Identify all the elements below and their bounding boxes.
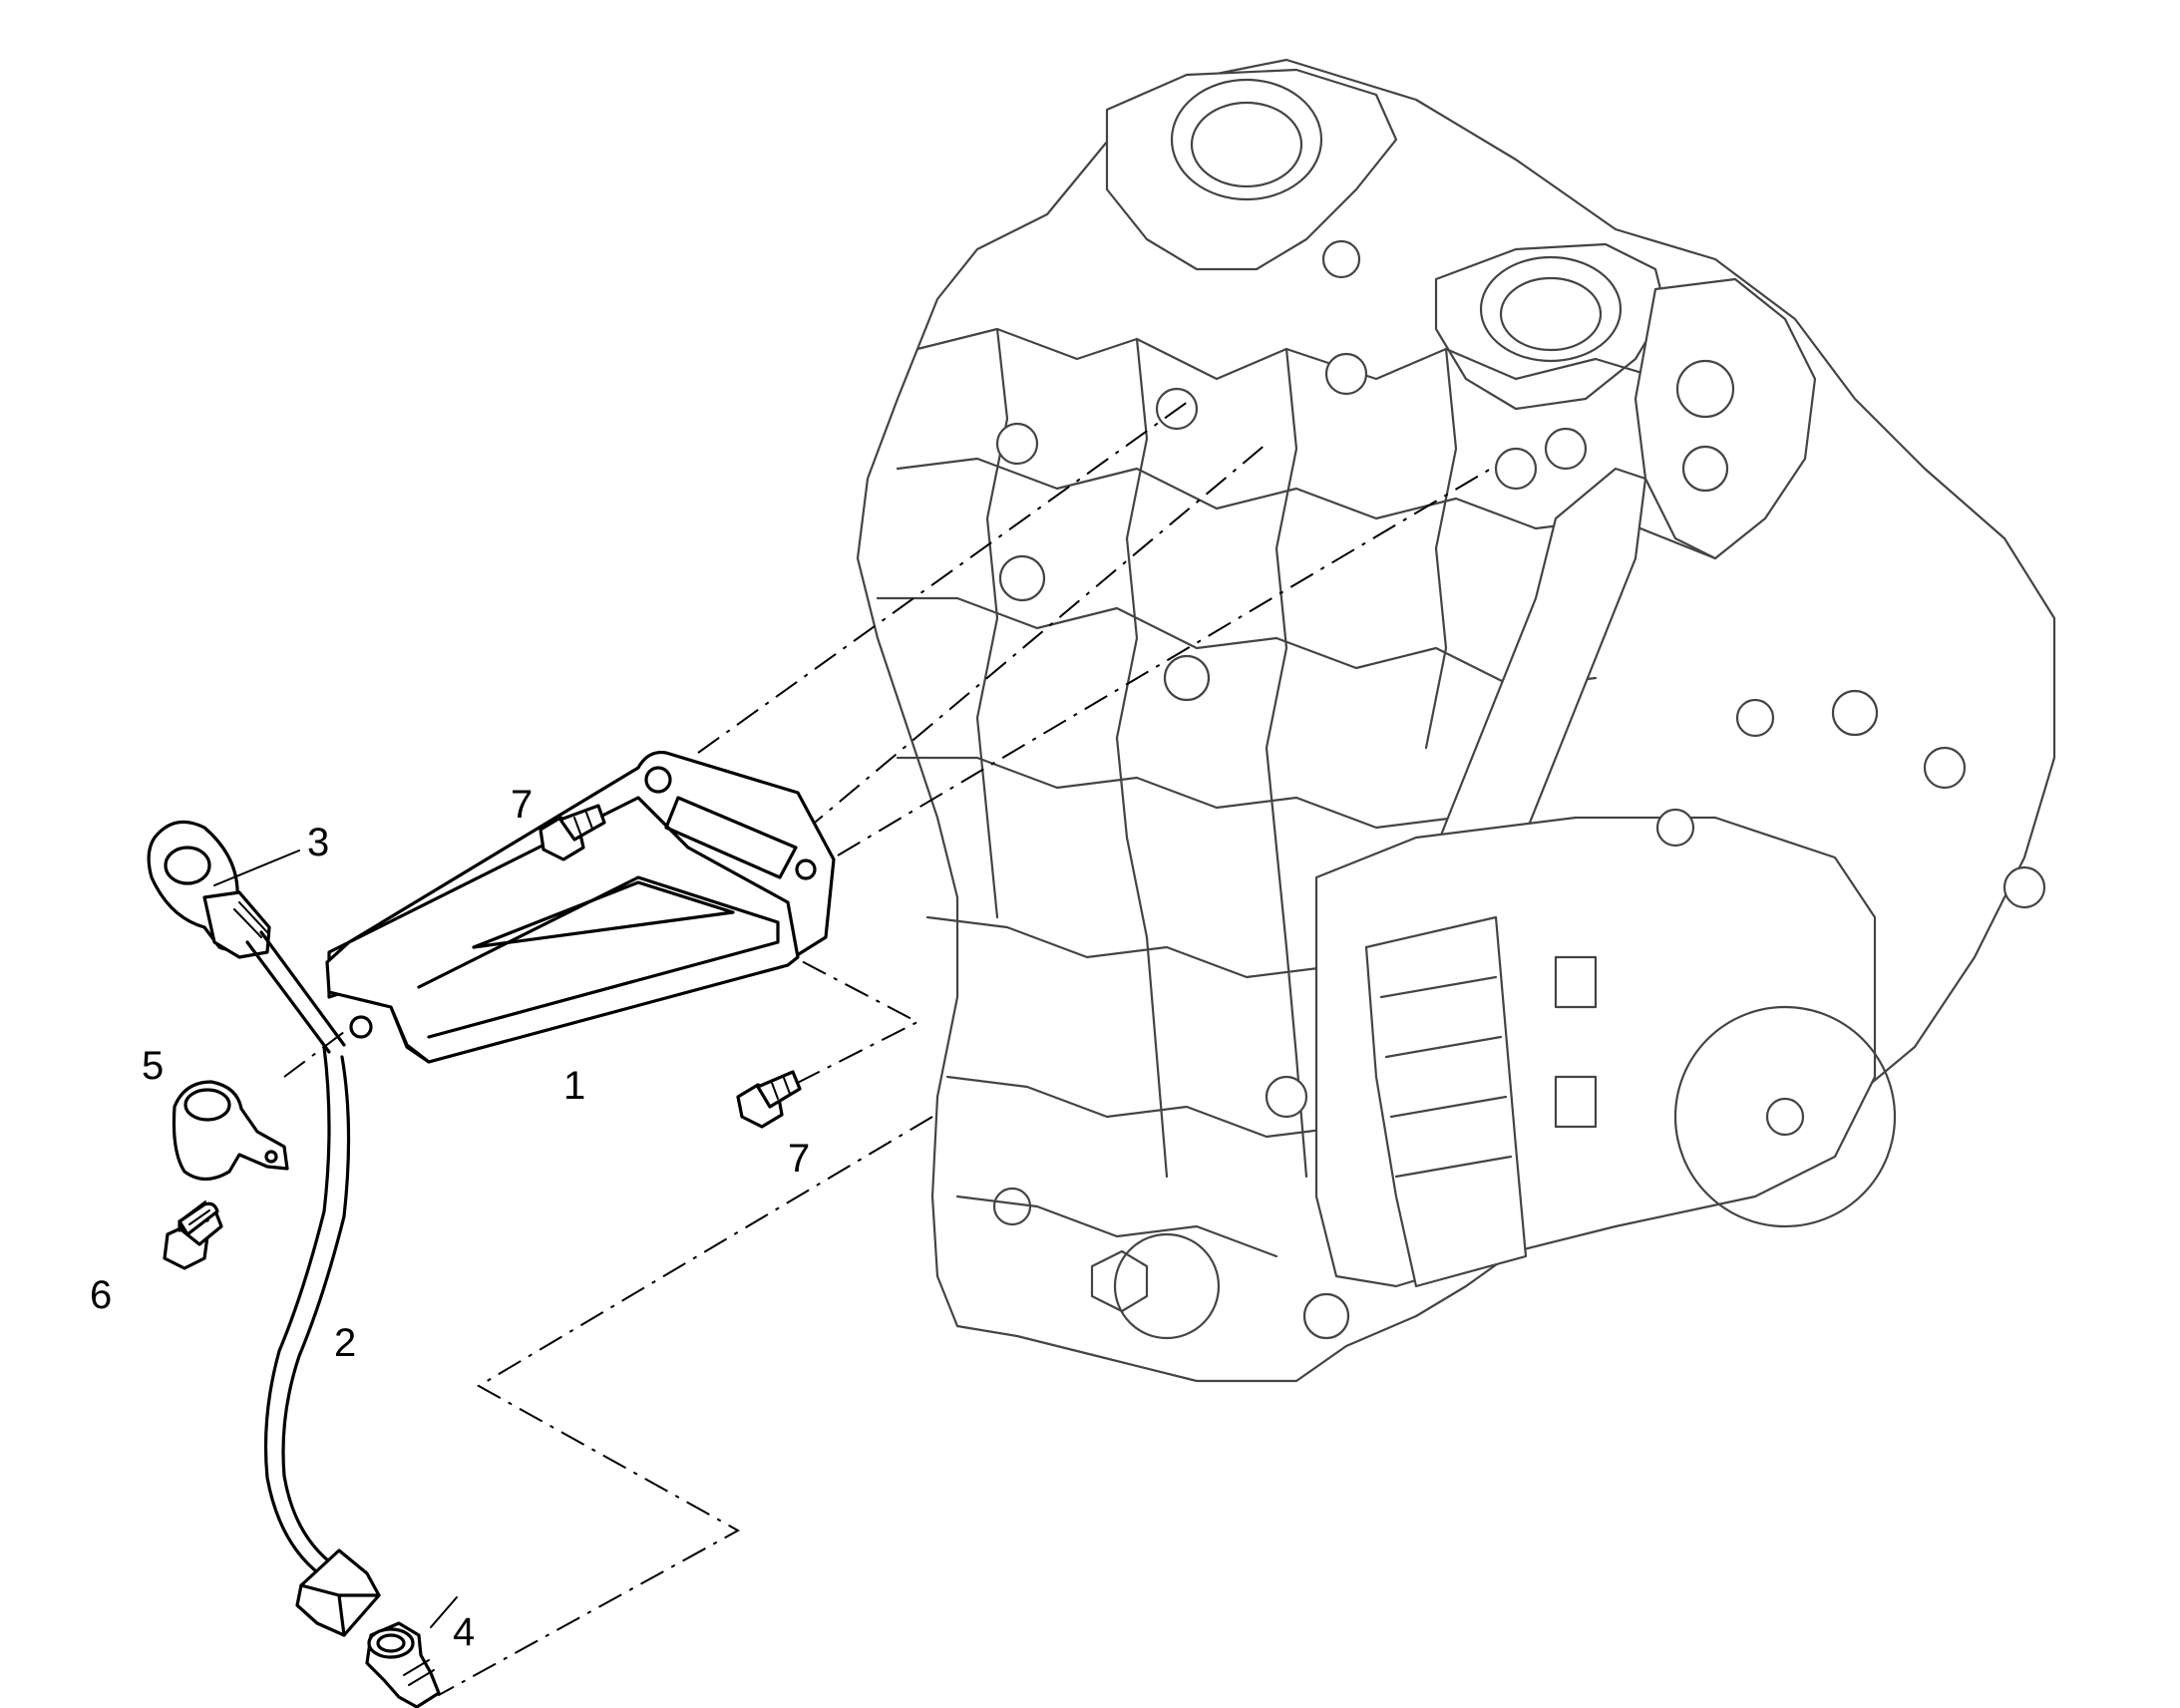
part-2-dipstick-tube: [263, 1045, 381, 1637]
callout-2: 2: [334, 1321, 356, 1365]
callout-labels: 1 2 3 4 5 6 7 7: [90, 783, 810, 1654]
callout-3: 3: [307, 821, 329, 864]
part-3-dipstick: [147, 820, 346, 1054]
part-6-bolt: [163, 1200, 223, 1270]
callout-7-lower: 7: [788, 1137, 810, 1181]
callout-1: 1: [563, 1064, 585, 1108]
callout-5: 5: [142, 1044, 164, 1088]
part-7-bolt-lower: [736, 1070, 802, 1129]
part-5-clip: [172, 1080, 289, 1182]
engine-bosses: [992, 239, 2046, 1340]
part-7-bolt-upper: [539, 804, 606, 861]
part-4-adapter-fitting: [365, 1621, 441, 1708]
callout-7-upper: 7: [511, 783, 533, 827]
leader-lines: [213, 850, 458, 1628]
callout-6: 6: [90, 1273, 112, 1317]
callout-4: 4: [453, 1610, 475, 1654]
part-1-bracket: [325, 750, 836, 1064]
engine-block: [856, 58, 2056, 1383]
